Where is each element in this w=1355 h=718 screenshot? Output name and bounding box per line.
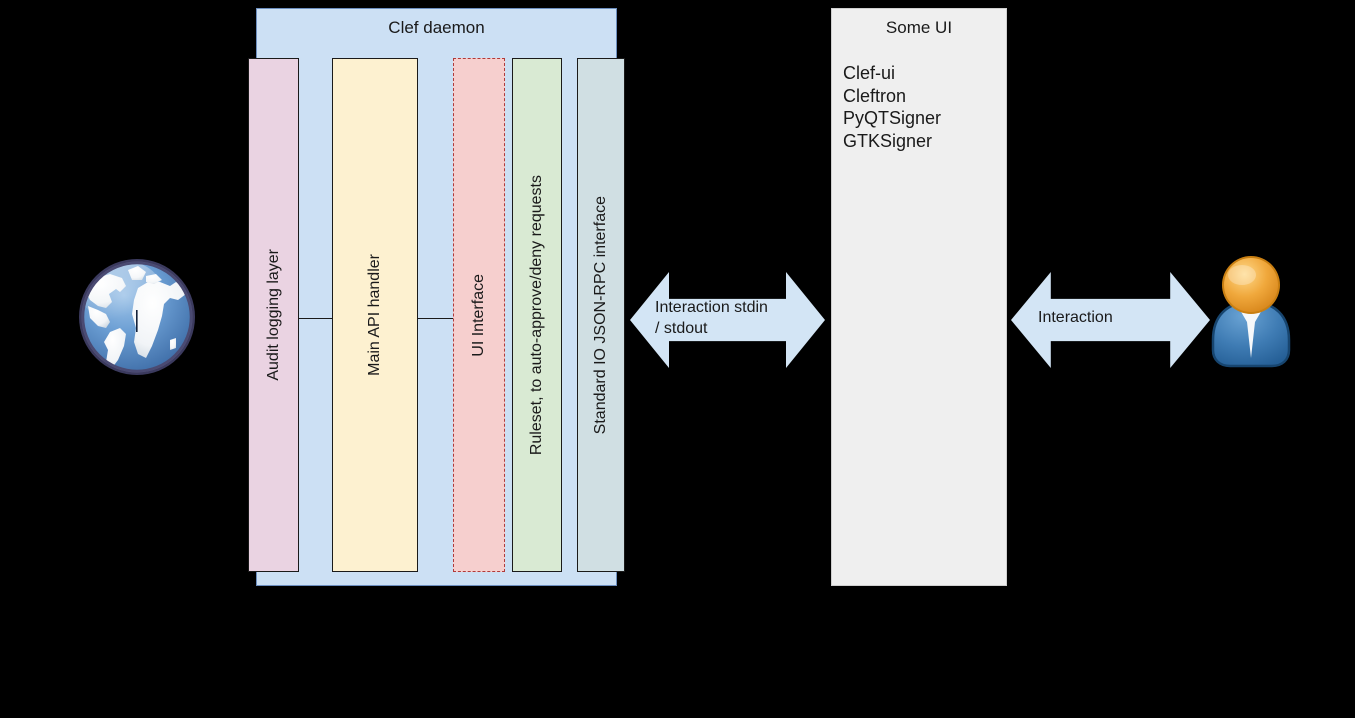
component-label: Standard IO JSON-RPC interface [592, 195, 609, 435]
list-item: GTKSigner [843, 130, 933, 151]
component-main-api-handler[interactable]: Main API handler [332, 58, 418, 572]
component-audit-logging-layer[interactable]: Audit logging layer [248, 58, 299, 572]
clef-daemon-title: Clef daemon [388, 18, 485, 37]
component-ruleset[interactable]: Ruleset, to auto-approve/deny requests [512, 58, 562, 572]
some-ui-list: Clef-ui Cleftron PyQTSigner GTKSigner [843, 62, 941, 152]
component-label: Ruleset, to auto-approve/deny requests [528, 174, 545, 456]
component-label: UI Interface [470, 273, 487, 357]
list-item: PyQTSigner [843, 108, 942, 128]
connector-api-to-ui [417, 318, 454, 319]
some-ui-title: Some UI [885, 18, 953, 37]
clef-daemon-container [256, 8, 617, 586]
component-ui-interface[interactable]: UI Interface [453, 58, 505, 572]
arrow-label-interaction: Interaction [1038, 309, 1113, 326]
some-ui-container [831, 8, 1007, 586]
component-standard-io-jsonrpc-interface[interactable]: Standard IO JSON-RPC interface [577, 58, 625, 572]
arrow-label-interaction-stdin-stdout: Interaction stdin / stdout [655, 299, 768, 337]
globe-icon [76, 256, 198, 378]
connector-audit-to-api [298, 318, 333, 319]
component-label: Main API handler [366, 254, 383, 376]
component-label: Audit logging layer [264, 249, 282, 381]
list-item: Clef-ui [843, 63, 896, 83]
list-item: Cleftron [843, 85, 907, 106]
user-icon [1203, 254, 1299, 368]
